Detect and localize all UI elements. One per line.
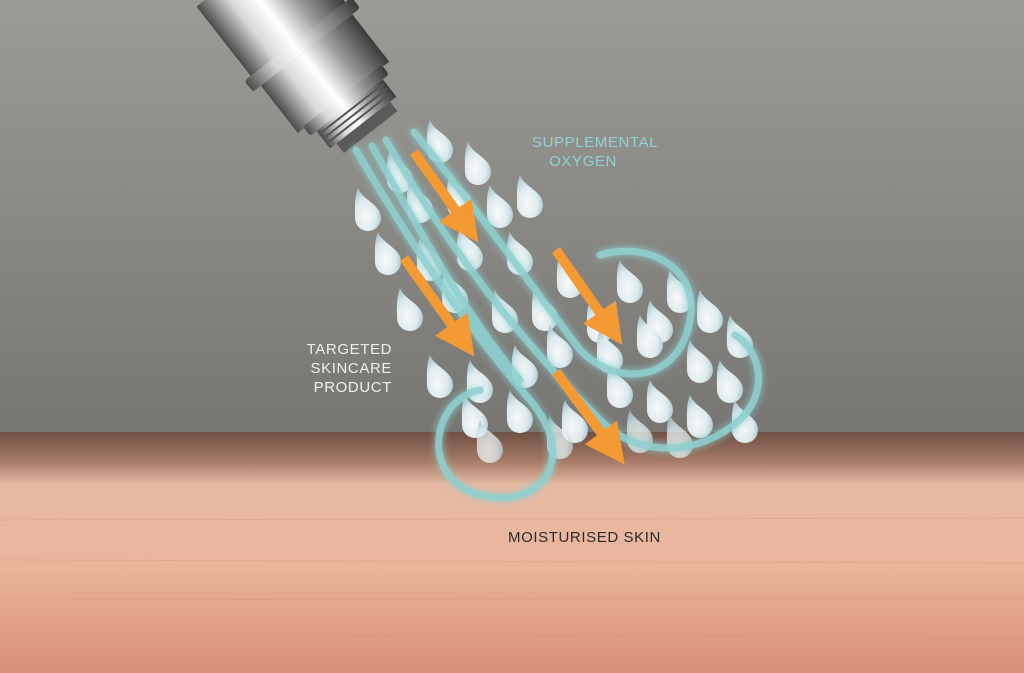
droplet-icon [416,238,443,281]
droplet-icon [354,188,381,231]
targeted-skincare-product-label: TARGETED SKINCARE PRODUCT [300,340,392,397]
airflow-stream-upper [410,128,695,378]
flow-arrows [399,149,625,465]
supplemental-oxygen-label: SUPPLEMENTAL OXYGEN [532,133,659,171]
droplet-icon [616,260,643,303]
droplet-icon [396,288,423,331]
product-label-line3: PRODUCT [313,379,392,396]
arrow-icon [551,247,623,345]
droplet-icon [666,270,693,313]
arrow-icon [409,149,479,243]
supplemental-oxygen-label-line1: SUPPLEMENTAL [532,134,659,151]
droplet-icon [516,175,543,218]
droplet-icon [506,390,533,433]
supplemental-oxygen-label-line2: OXYGEN [549,153,617,170]
droplet-icon [606,365,633,408]
droplet-icon [686,340,713,383]
droplet-icon [636,315,663,358]
droplet-icon [716,360,743,403]
arrow-icon [551,369,625,465]
airflow-stream-left [352,146,557,502]
droplet-icon [546,325,573,368]
product-label-line2: SKINCARE [310,360,392,377]
arrow-icon [399,255,475,357]
droplet-icon [686,395,713,438]
skin-layer [0,432,1024,673]
moisturised-skin-label: MOISTURISED SKIN [508,529,661,546]
droplet-icon [374,232,401,275]
airflow-stream-centre [382,136,762,452]
applicator-nozzle-icon [196,0,398,153]
droplet-icon [476,420,503,463]
droplet-icon [426,355,453,398]
droplet-icon [696,290,723,333]
skin-texture [0,517,1024,638]
droplet-icon [731,400,758,443]
droplet-icon [561,400,588,443]
droplet-icon [464,142,491,185]
droplet-icon [646,380,673,423]
product-label-line1: TARGETED [306,341,392,358]
oxygen-airflow [352,128,762,502]
airflow-stream-inner [368,142,524,384]
droplet-icon [486,185,513,228]
